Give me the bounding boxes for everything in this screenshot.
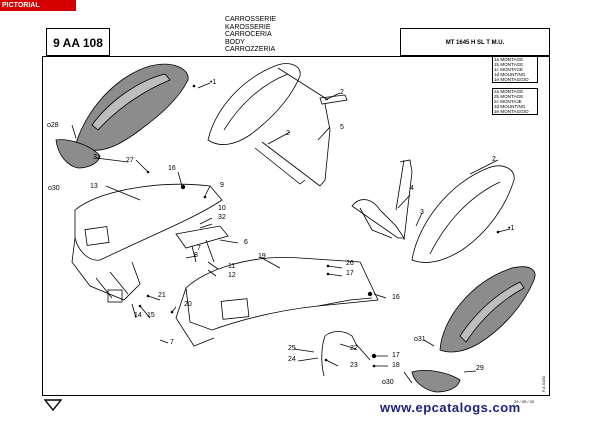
callout-label: 1 (510, 225, 515, 232)
callout-8[interactable]: 8 (194, 252, 198, 259)
fender-outline-right (411, 165, 515, 263)
title-it: CARROZZERIA (225, 46, 276, 54)
mudflap-shaded-left (55, 139, 101, 169)
pictorial-contents-tag[interactable]: PICTORIAL CONTENTS (0, 0, 76, 20)
bodywork-panel (74, 183, 223, 261)
callout-28[interactable]: o28 (47, 122, 59, 129)
callout-label: 28 (50, 122, 59, 129)
callout-7[interactable]: 7 (197, 245, 201, 252)
callout-24[interactable]: 24 (288, 356, 296, 363)
callout-21[interactable]: 21 (158, 292, 166, 299)
callout-label: 31 (417, 336, 426, 343)
callout-12[interactable]: 12 (228, 272, 236, 279)
mounting-legend-top: 1a MONTAGE 1b MONTAGE 1c MONTAGE 1d MOUN… (492, 56, 538, 83)
title-es: CARROCERIA (225, 31, 272, 39)
callout-22[interactable]: 22 (350, 345, 358, 352)
legend-bottom-line: 2e MONTAGGIO (494, 109, 529, 114)
drawing-frame (42, 56, 550, 396)
callout-19[interactable]: 19 (258, 253, 266, 260)
callout-2[interactable]: 2 (340, 89, 344, 96)
callout-23[interactable]: 23 (350, 362, 358, 369)
machine-model: MT 1645 H SL T M.U. (400, 28, 550, 56)
title-fr: CARROSSERIE (225, 16, 276, 23)
callout-27[interactable]: 27 (126, 157, 134, 164)
callout-3[interactable]: 3 (420, 209, 424, 216)
footboard (185, 257, 379, 331)
callout-16[interactable]: 16 (168, 165, 176, 172)
callout-31[interactable]: 31 (93, 154, 101, 161)
callout-16[interactable]: 16 (392, 294, 400, 301)
callout-2[interactable]: 2 (492, 156, 496, 163)
fender-outline-top (207, 63, 301, 145)
callout-15[interactable]: 15 (147, 312, 155, 319)
callout-32[interactable]: 32 (218, 214, 226, 221)
callout-7[interactable]: 7 (170, 339, 174, 346)
grab-handle (321, 331, 371, 377)
callout-29[interactable]: 29 (476, 365, 484, 372)
legend-top-line: 1d MOUNTING (494, 72, 526, 77)
fender-shaded-top (71, 63, 189, 161)
callout-18[interactable]: 18 (392, 362, 400, 369)
callout-13[interactable]: 13 (90, 183, 98, 190)
drawing-reference: F.A.0180 (541, 376, 546, 392)
callout-10[interactable]: 10 (218, 205, 226, 212)
callout-2[interactable]: 2 (286, 130, 290, 137)
callout-17[interactable]: 17 (392, 352, 400, 359)
legend-bottom-line: 2b MONTAGE (494, 94, 524, 99)
callout-30[interactable]: o30 (48, 185, 60, 192)
mounting-legend-bottom: 2a MONTAGE 2b MONTAGE 2c MONTAJE 2d MOUN… (492, 88, 538, 115)
legend-bottom-line: 2d MOUNTING (494, 104, 526, 109)
callout-4[interactable]: 4 (410, 185, 414, 192)
revision-date: 29 / 09 / 03 (514, 399, 535, 404)
callout-11[interactable]: 11 (228, 263, 236, 270)
next-page-arrow-icon[interactable] (44, 398, 62, 412)
legend-bottom-line: 2c MONTAJE (494, 99, 522, 104)
callout-17[interactable]: 17 (346, 270, 354, 277)
callout-20[interactable]: 20 (184, 301, 192, 308)
legend-top-line: 1b MONTAGE (494, 62, 524, 67)
callout-30[interactable]: o30 (382, 379, 394, 386)
callout-25[interactable]: 25 (288, 345, 296, 352)
page-code: 9 AA 108 (46, 28, 110, 56)
section-title: CARROSSERIE KAROSSERIE CARROCERIA BODY C… (225, 16, 276, 54)
callout-1[interactable]: •1 (508, 225, 515, 232)
mudflap-shaded-right (411, 370, 461, 393)
title-en: BODY (225, 38, 245, 46)
callout-31[interactable]: o31 (414, 336, 426, 343)
title-de: KAROSSERIE (225, 23, 271, 31)
legend-top-line: 1c MONTAGE (494, 67, 524, 72)
callout-9[interactable]: 9 (220, 182, 224, 189)
callout-label: 1 (212, 79, 217, 86)
callout-label: 30 (385, 379, 394, 386)
support-frame (351, 199, 405, 239)
callout-14[interactable]: 14 (134, 312, 142, 319)
callout-1[interactable]: •1 (210, 79, 217, 86)
callout-5[interactable]: 5 (340, 124, 344, 131)
legend-bottom-line: 2a MONTAGE (494, 89, 524, 94)
website-watermark[interactable]: www.epcatalogs.com (380, 400, 521, 415)
callout-6[interactable]: 6 (244, 239, 248, 246)
callout-26[interactable]: 26 (346, 260, 354, 267)
legend-top-line: 1a MONTAGE (494, 57, 524, 62)
legend-top-line: 1e MONTAGGIO (494, 77, 529, 82)
callout-label: 30 (51, 185, 60, 192)
